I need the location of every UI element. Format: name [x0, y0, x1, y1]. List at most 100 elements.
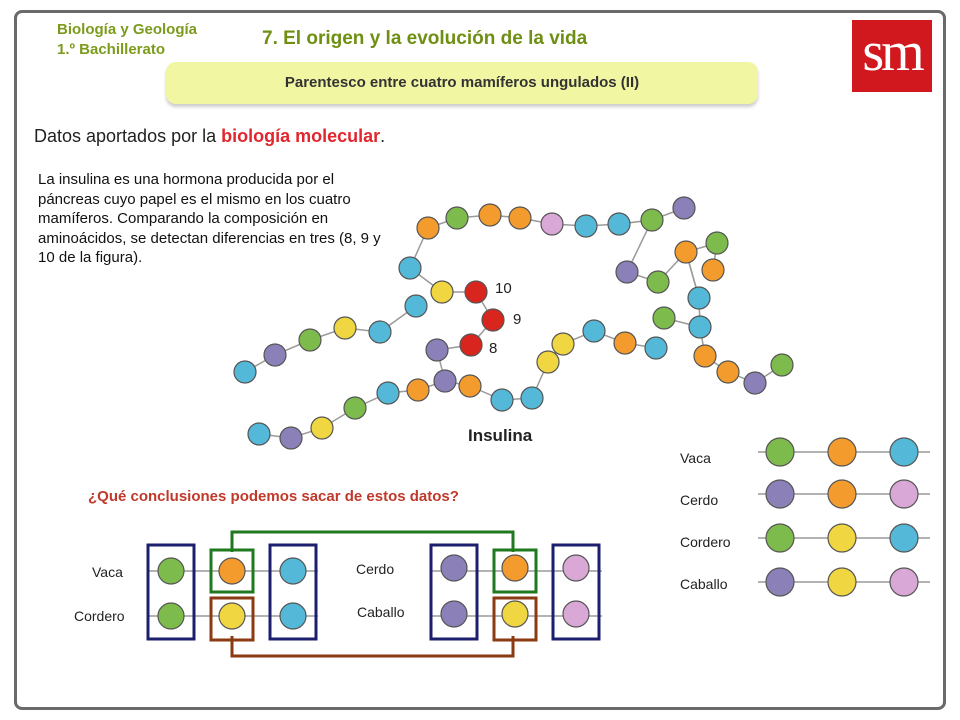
amino-acid-7-4	[551, 332, 575, 356]
legend-bead-0-1	[827, 437, 857, 467]
cmp-cordero-bead-1	[218, 602, 246, 630]
legend-bead-2-0	[765, 523, 795, 553]
cmp-cerdo-bead-2	[562, 554, 590, 582]
cmp-label-cerdo: Cerdo	[356, 561, 395, 577]
legend-bead-0-2	[889, 437, 919, 467]
amino-acid-7-0	[458, 374, 482, 398]
vaca-cordero-box-3	[268, 543, 318, 641]
amino-acid-0-6	[574, 214, 598, 238]
amino-acid-6-6	[247, 422, 271, 446]
amino-acid-1-1	[646, 270, 670, 294]
amino-acid-0-0	[398, 256, 422, 280]
cmp-vaca-bead-1	[218, 557, 246, 585]
insulin-chain-beads	[233, 196, 794, 450]
amino-acid-6-3	[343, 396, 367, 420]
marker-9: 9	[513, 311, 522, 328]
chain-line-0	[409, 207, 685, 269]
amino-acid-1-8	[770, 353, 794, 377]
amino-acid-1-6	[716, 360, 740, 384]
amino-acid-4-3	[459, 333, 483, 357]
section-banner: Parentesco entre cuatro mamíferos ungula…	[166, 62, 758, 104]
cmp-caballo-bead-2	[562, 600, 590, 628]
caballo-yellow-box	[492, 596, 538, 642]
unit-title: 7. El origen y la evolución de la vida	[262, 28, 588, 49]
amino-acid-1-7	[743, 371, 767, 395]
legend-label-vaca: Vaca	[680, 450, 711, 466]
amino-acid-7-3	[536, 350, 560, 374]
amino-acid-7-7	[644, 336, 668, 360]
subject-line-1: Biología y Geología	[57, 21, 198, 38]
cmp-label-cordero: Cordero	[74, 608, 125, 624]
amino-acid-1-5	[693, 344, 717, 368]
cmp-cordero-bead-2	[279, 602, 307, 630]
legend-bead-3-0	[765, 567, 795, 597]
cerdo-orange-box	[492, 548, 538, 594]
amino-acid-7-5	[582, 319, 606, 343]
amino-acid-5-1	[263, 343, 287, 367]
cmp-vaca-bead-2	[279, 557, 307, 585]
legend-label-cerdo: Cerdo	[680, 492, 719, 508]
amino-acid-6-1	[406, 378, 430, 402]
subject-label: Biología y Geología 1.º Bachillerato	[57, 20, 197, 60]
amino-acid-5-3	[333, 316, 357, 340]
legend-bead-1-1	[827, 479, 857, 509]
amino-acid-5-0	[233, 360, 257, 384]
amino-acid-0-2	[445, 206, 469, 230]
cmp-label-caballo: Caballo	[357, 604, 405, 620]
cmp-caballo-bead-0	[440, 600, 468, 628]
legend-bead-1-0	[765, 479, 795, 509]
amino-acid-1-3	[687, 286, 711, 310]
cmp-cordero-bead-0	[157, 602, 185, 630]
legend-label-caballo: Caballo	[680, 576, 728, 592]
comparison-shapes	[146, 530, 602, 658]
amino-acid-4-0	[430, 280, 454, 304]
legend-lines	[758, 451, 930, 583]
legend-beads	[765, 437, 919, 597]
cmp-cerdo-bead-0	[440, 554, 468, 582]
legend-bead-0-0	[765, 437, 795, 467]
insulin-caption: Insulina	[468, 426, 533, 445]
cmp-label-vaca: Vaca	[92, 564, 123, 580]
legend-bead-2-2	[889, 523, 919, 553]
amino-acid-0-7	[607, 212, 631, 236]
subject-line-2: 1.º Bachillerato	[57, 41, 166, 58]
question-text: ¿Qué conclusiones podemos sacar de estos…	[88, 488, 459, 505]
amino-acid-0-8	[640, 208, 664, 232]
amino-acid-1-4	[688, 315, 712, 339]
cmp-vaca-bead-0	[157, 557, 185, 585]
vaca-cordero-box-1	[146, 543, 196, 641]
publisher-logo: sm	[852, 20, 932, 92]
amino-acid-5-2	[298, 328, 322, 352]
amino-acid-4-2	[481, 308, 505, 332]
amino-acid-2-0	[705, 231, 729, 255]
cerdo-caballo-box-3	[551, 543, 601, 641]
legend-bead-1-2	[889, 479, 919, 509]
vaca-orange-box	[209, 548, 255, 594]
cordero-yellow-box	[209, 596, 255, 642]
amino-acid-4-1	[464, 280, 488, 304]
amino-acid-2-1	[701, 258, 725, 282]
legend-bead-3-1	[827, 567, 857, 597]
amino-acid-6-2	[376, 381, 400, 405]
legend-label-cordero: Cordero	[680, 534, 731, 550]
intro-line: Datos aportados por la biología molecula…	[34, 126, 385, 147]
amino-acid-3-0	[652, 306, 676, 330]
amino-acid-0-1	[416, 216, 440, 240]
amino-acid-6-5	[279, 426, 303, 450]
cerdo-caballo-box-1	[429, 543, 479, 641]
amino-acid-7-6	[613, 331, 637, 355]
legend-bead-3-2	[889, 567, 919, 597]
intro-prefix: Datos aportados por la	[34, 126, 222, 146]
cmp-caballo-bead-1	[501, 600, 529, 628]
intro-suffix: .	[380, 126, 386, 146]
intro-highlight: biología molecular	[221, 126, 381, 146]
amino-acid-6-0	[433, 369, 457, 393]
amino-acid-1-2	[674, 240, 698, 264]
marker-10: 10	[495, 280, 512, 297]
amino-acid-6-4	[310, 416, 334, 440]
amino-acid-4-4	[425, 338, 449, 362]
amino-acid-5-5	[404, 294, 428, 318]
amino-acid-5-4	[368, 320, 392, 344]
same-color-bracket-top	[230, 530, 515, 552]
